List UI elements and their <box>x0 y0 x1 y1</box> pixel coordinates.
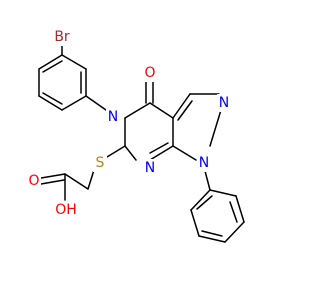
nitrogen-n5-atom: N <box>108 109 118 125</box>
nitrogen-n7-atom: N <box>145 160 155 176</box>
pyrimidinone-ring <box>124 81 174 161</box>
aryl-n-bond <box>85 95 107 111</box>
nitrogen-n1-atom: N <box>199 155 209 171</box>
phenyl-ring <box>190 170 245 243</box>
sulfur-atom: S <box>96 155 105 171</box>
hydroxyl-group: OH <box>55 202 77 218</box>
atom-labels: Br O N N N N S O OH <box>27 28 231 219</box>
nitrogen-n2-atom: N <box>219 95 229 111</box>
bromine-atom: Br <box>54 29 70 45</box>
molecule-diagram: Br O N N N N S O OH <box>27 28 245 243</box>
structure-svg: Br O N N N N S O OH <box>27 28 245 243</box>
acid-carbonyl-oxygen-atom: O <box>28 173 39 189</box>
thioacetic-chain <box>40 145 126 201</box>
bromophenyl-ring <box>38 41 87 111</box>
keto-oxygen-atom: O <box>144 65 155 81</box>
pyrazole-ring <box>172 93 222 161</box>
